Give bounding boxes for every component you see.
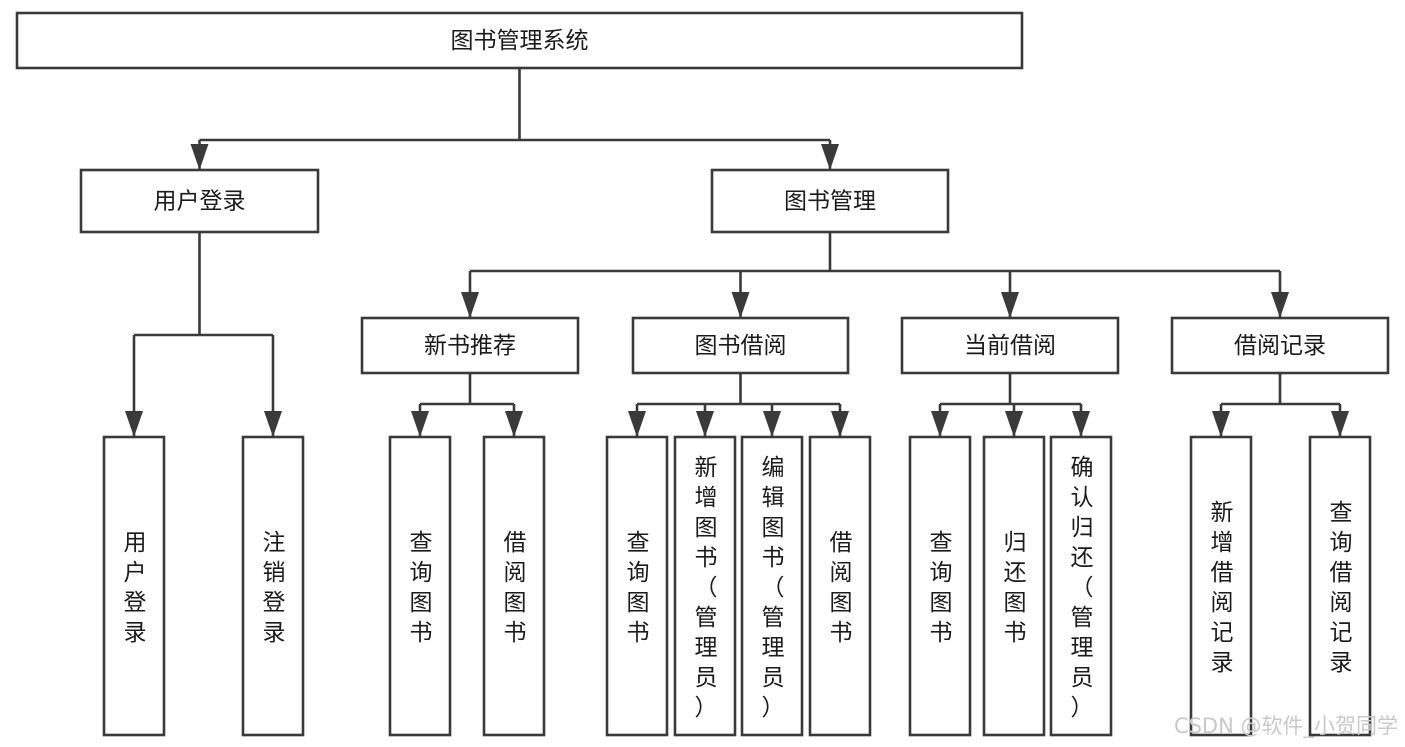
node-label-book-management: 图书管理 <box>784 189 876 215</box>
node-leaf-cb-confirm-return[interactable]: 确认归还（管理员） <box>1049 435 1113 737</box>
arrow-head-icon-book-borrow <box>731 292 750 318</box>
arrow-head-icon-leaf-nbr-query-book <box>411 411 429 437</box>
node-box-leaf-bb-edit-book[interactable] <box>740 435 804 737</box>
node-leaf-br-add-record[interactable]: 新增借阅记录 <box>1189 435 1253 737</box>
node-label-leaf-bb-borrow-book: 借阅图书 <box>830 530 853 646</box>
node-label-leaf-br-add-record: 新增借阅记录 <box>1211 500 1234 676</box>
arrow-head-icon-current-borrow <box>1001 292 1019 318</box>
arrow-head-icon-leaf-bb-query-book <box>628 411 646 437</box>
node-leaf-nbr-query-book[interactable]: 查询图书 <box>388 435 452 737</box>
node-leaf-user-login[interactable]: 用户登录 <box>102 435 166 737</box>
node-borrow-record[interactable]: 借阅记录 <box>1170 316 1390 375</box>
arrow-head-icon-leaf-cb-query-book <box>931 411 949 437</box>
node-box-user-login[interactable] <box>79 168 320 234</box>
node-label-current-borrow: 当前借阅 <box>964 333 1056 359</box>
node-leaf-br-query-record[interactable]: 查询借阅记录 <box>1308 435 1372 737</box>
arrow-head-icon-leaf-bb-borrow-book <box>831 411 849 437</box>
node-leaf-nbr-borrow-book[interactable]: 借阅图书 <box>482 435 546 737</box>
arrow-head-icon-book-management <box>821 144 839 170</box>
node-label-leaf-bb-edit-book: 编辑图书（管理员） <box>762 455 785 721</box>
node-user-login[interactable]: 用户登录 <box>79 168 320 234</box>
node-box-leaf-br-query-record[interactable] <box>1308 435 1372 737</box>
node-label-leaf-user-login: 用户登录 <box>124 530 147 646</box>
node-leaf-user-logout[interactable]: 注销登录 <box>241 435 305 737</box>
node-leaf-bb-edit-book[interactable]: 编辑图书（管理员） <box>740 435 804 737</box>
node-box-leaf-user-login[interactable] <box>102 435 166 737</box>
node-root[interactable]: 图书管理系统 <box>15 11 1024 70</box>
arrow-head-icon-leaf-br-add-record <box>1212 411 1230 437</box>
node-box-leaf-cb-confirm-return[interactable] <box>1049 435 1113 737</box>
node-label-leaf-br-query-record: 查询借阅记录 <box>1330 500 1353 676</box>
node-label-leaf-bb-add-book: 新增图书（管理员） <box>695 455 718 721</box>
node-leaf-cb-return-book[interactable]: 归还图书 <box>982 435 1046 737</box>
node-leaf-bb-query-book[interactable]: 查询图书 <box>605 435 669 737</box>
node-box-leaf-cb-return-book[interactable] <box>982 435 1046 737</box>
node-book-borrow[interactable]: 图书借阅 <box>631 316 850 375</box>
node-box-borrow-record[interactable] <box>1170 316 1390 375</box>
node-new-book-recommend[interactable]: 新书推荐 <box>360 316 580 375</box>
node-box-root[interactable] <box>15 11 1024 70</box>
node-leaf-cb-query-book[interactable]: 查询图书 <box>908 435 972 737</box>
arrow-head-icon-leaf-bb-edit-book <box>763 411 781 437</box>
node-label-new-book-recommend: 新书推荐 <box>424 333 516 359</box>
arrow-head-icon-leaf-nbr-borrow-book <box>505 411 523 437</box>
arrow-head-icon-leaf-user-login <box>125 411 143 437</box>
watermark-label: CSDN @软件_小贺同学 <box>1174 714 1398 739</box>
node-box-leaf-bb-borrow-book[interactable] <box>808 435 872 737</box>
node-box-book-borrow[interactable] <box>631 316 850 375</box>
node-box-book-management[interactable] <box>710 168 950 234</box>
node-label-leaf-bb-query-book: 查询图书 <box>627 530 650 646</box>
node-label-root: 图书管理系统 <box>451 28 589 54</box>
node-label-leaf-cb-confirm-return: 确认归还（管理员） <box>1071 455 1094 721</box>
node-box-leaf-bb-add-book[interactable] <box>673 435 737 737</box>
node-book-management[interactable]: 图书管理 <box>710 168 950 234</box>
node-box-leaf-user-logout[interactable] <box>241 435 305 737</box>
arrow-head-icon-leaf-bb-add-book <box>696 411 714 437</box>
arrow-head-icon-leaf-br-query-record <box>1331 411 1349 437</box>
node-label-leaf-nbr-borrow-book: 借阅图书 <box>504 530 527 646</box>
node-label-leaf-nbr-query-book: 查询图书 <box>410 530 433 646</box>
connectors-layer <box>125 68 1349 437</box>
node-label-leaf-cb-return-book: 归还图书 <box>1004 530 1027 646</box>
node-leaf-bb-add-book[interactable]: 新增图书（管理员） <box>673 435 737 737</box>
node-box-leaf-br-add-record[interactable] <box>1189 435 1253 737</box>
node-box-current-borrow[interactable] <box>900 316 1120 375</box>
node-label-borrow-record: 借阅记录 <box>1234 333 1326 359</box>
arrow-head-icon-new-book-recommend <box>461 292 479 318</box>
nodes-layer: 图书管理系统用户登录用户登录注销登录图书管理新书推荐查询图书借阅图书图书借阅查询… <box>15 11 1390 737</box>
node-box-leaf-bb-query-book[interactable] <box>605 435 669 737</box>
node-box-leaf-nbr-query-book[interactable] <box>388 435 452 737</box>
node-label-book-borrow: 图书借阅 <box>695 333 787 359</box>
node-label-user-login: 用户登录 <box>154 189 246 215</box>
node-box-leaf-cb-query-book[interactable] <box>908 435 972 737</box>
node-box-leaf-nbr-borrow-book[interactable] <box>482 435 546 737</box>
node-box-new-book-recommend[interactable] <box>360 316 580 375</box>
arrow-head-icon-user-login <box>190 144 209 170</box>
arrow-head-icon-leaf-user-logout <box>264 411 282 437</box>
node-leaf-bb-borrow-book[interactable]: 借阅图书 <box>808 435 872 737</box>
arrow-head-icon-leaf-cb-confirm-return <box>1072 411 1090 437</box>
arrow-head-icon-leaf-cb-return-book <box>1005 411 1023 437</box>
arrow-head-icon-borrow-record <box>1271 292 1289 318</box>
node-label-leaf-user-logout: 注销登录 <box>263 530 286 646</box>
node-current-borrow[interactable]: 当前借阅 <box>900 316 1120 375</box>
node-label-leaf-cb-query-book: 查询图书 <box>930 530 953 646</box>
